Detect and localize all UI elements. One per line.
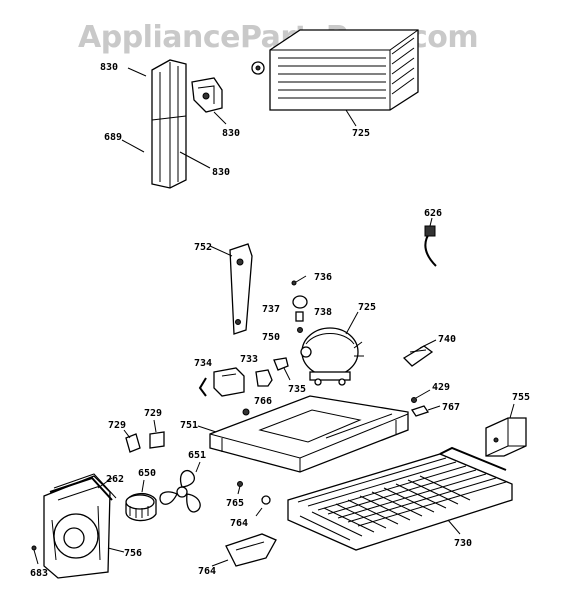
leader-830b bbox=[213, 111, 227, 125]
label-750: 750 bbox=[262, 332, 280, 343]
label-262: 262 bbox=[106, 474, 124, 485]
part-screw-765[interactable] bbox=[237, 481, 243, 495]
part-grommet[interactable] bbox=[251, 61, 265, 75]
part-cover-735[interactable] bbox=[273, 357, 289, 371]
leader-650 bbox=[141, 479, 145, 493]
part-sleeve-738[interactable] bbox=[295, 311, 304, 322]
leader-764-b bbox=[211, 559, 229, 567]
label-764-a: 764 bbox=[230, 518, 248, 529]
label-737: 737 bbox=[262, 304, 280, 315]
label-756: 756 bbox=[124, 548, 142, 559]
leader-752 bbox=[209, 245, 233, 257]
part-tray-764-b[interactable] bbox=[225, 533, 277, 567]
part-cord-626[interactable] bbox=[424, 225, 437, 267]
leader-262 bbox=[97, 477, 113, 489]
part-condenser-730[interactable] bbox=[287, 446, 513, 551]
part-gasket-262[interactable] bbox=[49, 473, 117, 501]
label-738: 738 bbox=[314, 307, 332, 318]
label-730: 730 bbox=[454, 538, 472, 549]
label-765: 765 bbox=[226, 498, 244, 509]
label-830-a: 830 bbox=[100, 62, 118, 73]
leader-730 bbox=[447, 519, 461, 535]
label-752: 752 bbox=[194, 242, 212, 253]
part-grommet-737[interactable] bbox=[292, 295, 308, 309]
label-683: 683 bbox=[30, 568, 48, 579]
part-relay-733[interactable] bbox=[255, 369, 273, 387]
label-725-top: 725 bbox=[352, 128, 370, 139]
leader-740 bbox=[419, 339, 437, 349]
label-429: 429 bbox=[432, 382, 450, 393]
leader-689 bbox=[121, 139, 145, 153]
label-689: 689 bbox=[104, 132, 122, 143]
part-clip-736[interactable] bbox=[291, 275, 307, 286]
label-733: 733 bbox=[240, 354, 258, 365]
leader-830c bbox=[179, 151, 211, 169]
part-bracket-752[interactable] bbox=[229, 243, 253, 335]
label-626: 626 bbox=[424, 208, 442, 219]
part-relay-740[interactable] bbox=[402, 345, 434, 367]
part-rail-830[interactable] bbox=[151, 59, 187, 189]
label-650: 650 bbox=[138, 468, 156, 479]
part-clip-729-a[interactable] bbox=[123, 429, 141, 453]
label-725: 725 bbox=[358, 302, 376, 313]
leader-830a bbox=[127, 67, 147, 77]
label-751: 751 bbox=[180, 420, 198, 431]
label-830-b: 830 bbox=[222, 128, 240, 139]
label-766: 766 bbox=[254, 396, 272, 407]
label-735: 735 bbox=[288, 384, 306, 395]
part-bracket-830[interactable] bbox=[191, 77, 223, 113]
label-830-c: 830 bbox=[212, 167, 230, 178]
label-740: 740 bbox=[438, 334, 456, 345]
label-651: 651 bbox=[188, 450, 206, 461]
label-734: 734 bbox=[194, 358, 212, 369]
leader-756 bbox=[107, 547, 125, 553]
part-overload-734[interactable] bbox=[198, 367, 245, 397]
part-base-pan-751[interactable] bbox=[209, 395, 409, 473]
part-fan-shroud-756[interactable] bbox=[43, 475, 111, 579]
label-729-b: 729 bbox=[144, 408, 162, 419]
part-bracket-755[interactable] bbox=[485, 417, 527, 457]
label-736: 736 bbox=[314, 272, 332, 283]
leader-755 bbox=[509, 403, 515, 419]
part-condenser-coil-725[interactable] bbox=[269, 29, 419, 111]
part-clip-767[interactable] bbox=[410, 405, 441, 417]
part-screw-683[interactable] bbox=[31, 545, 39, 565]
part-screw-429[interactable] bbox=[411, 389, 431, 403]
part-fan-blade-651[interactable] bbox=[159, 461, 201, 513]
leader-751 bbox=[197, 425, 217, 433]
label-729-a: 729 bbox=[108, 420, 126, 431]
label-755: 755 bbox=[512, 392, 530, 403]
part-compressor-725[interactable] bbox=[300, 327, 364, 386]
part-washer-750[interactable] bbox=[297, 327, 303, 333]
label-764-b: 764 bbox=[198, 566, 216, 577]
part-clip-764-a[interactable] bbox=[255, 495, 271, 517]
leader-735 bbox=[283, 367, 291, 381]
leader-725 bbox=[345, 311, 359, 335]
leader-626 bbox=[429, 217, 433, 227]
part-clip-729-b[interactable] bbox=[149, 419, 165, 449]
leader-725-top bbox=[345, 109, 357, 127]
part-fan-motor-650[interactable] bbox=[125, 493, 157, 522]
label-767: 767 bbox=[442, 402, 460, 413]
